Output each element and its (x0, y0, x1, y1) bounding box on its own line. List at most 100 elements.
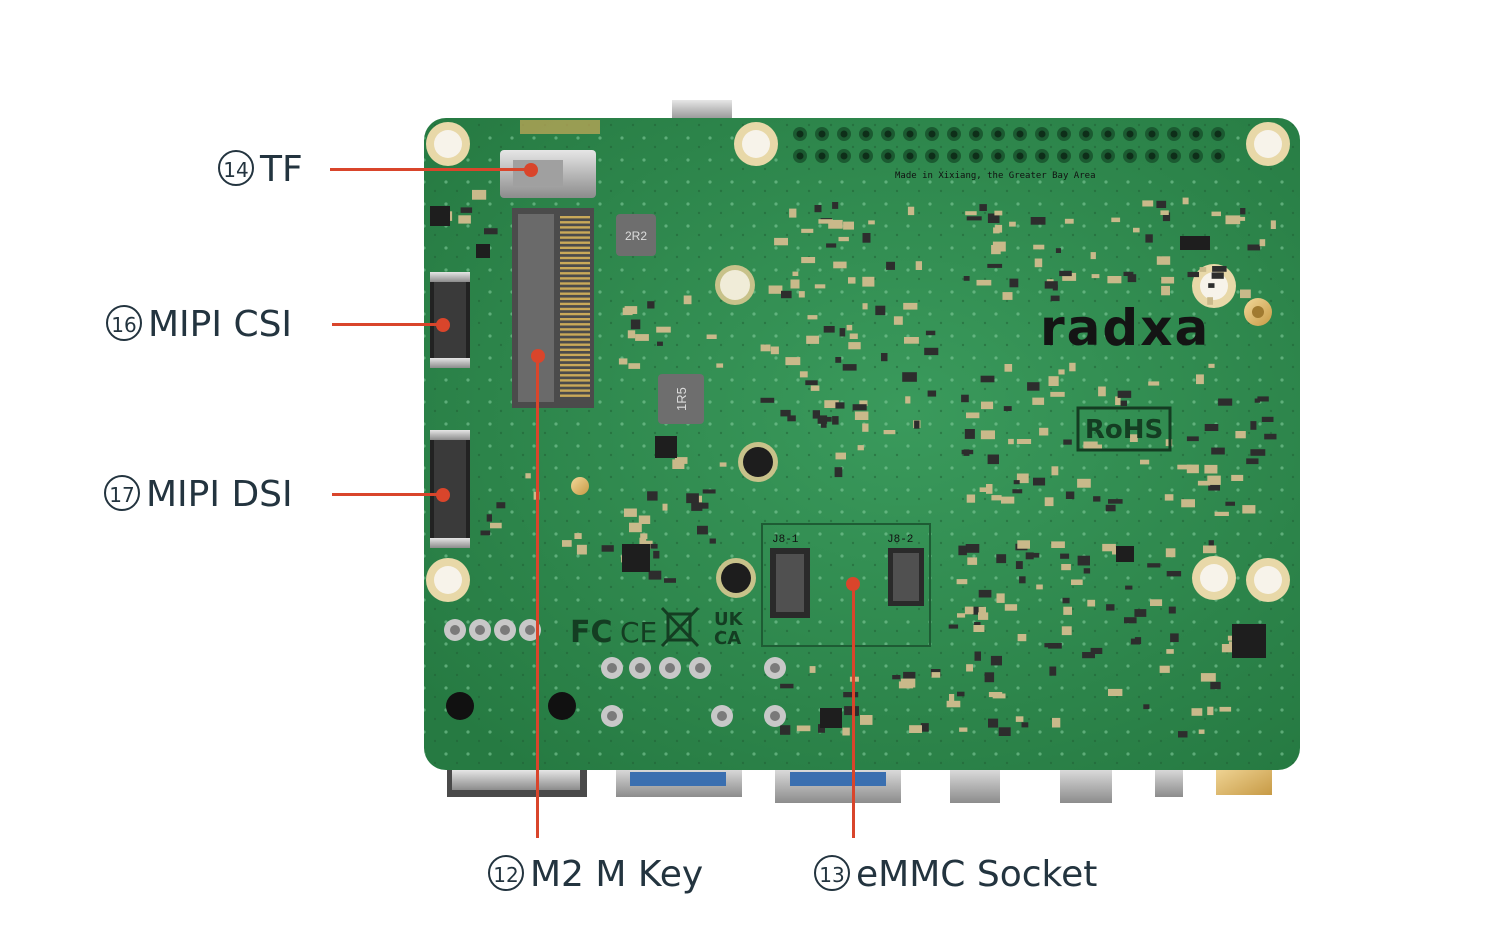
smd-component (965, 544, 980, 553)
smd-component (996, 593, 1005, 603)
smd-component (1048, 376, 1059, 386)
smd-component (1160, 210, 1169, 215)
smd-component (1008, 438, 1014, 445)
smd-component (601, 545, 614, 552)
smd-component (686, 493, 699, 504)
smd-component (1208, 485, 1220, 491)
smd-component (1247, 244, 1261, 251)
smd-component (814, 284, 826, 289)
smd-component (805, 380, 818, 386)
m2-slot (512, 208, 594, 408)
smd-component (1161, 276, 1175, 284)
smd-component (835, 452, 846, 460)
smd-component (806, 335, 820, 344)
m2-pin (560, 236, 590, 239)
smd-component (1240, 289, 1251, 299)
mipi-csi-leader-line (332, 323, 444, 326)
m2-pin (560, 241, 590, 244)
smd-component (875, 305, 886, 316)
smd-component (1124, 617, 1137, 624)
through-hole (770, 663, 780, 673)
smd-component (1044, 281, 1058, 289)
m2-pin (560, 338, 590, 341)
gpio-pad-hole (928, 130, 936, 138)
smd-component (627, 330, 636, 339)
smd-component (656, 326, 671, 333)
smd-component (1017, 540, 1030, 549)
smd-component (824, 400, 839, 408)
smd-component (1208, 363, 1215, 368)
m2-pin (560, 394, 590, 397)
smd-component (966, 664, 973, 672)
gpio-pad-hole (1170, 130, 1178, 138)
gpio-pad-hole (1104, 152, 1112, 160)
smd-component (1003, 406, 1012, 411)
smd-component (1108, 688, 1123, 696)
smd-component (709, 538, 716, 544)
mipi-dsi-leader-dot (436, 488, 450, 502)
smd-component (1166, 649, 1174, 654)
smd-component (1013, 480, 1020, 485)
gpio-pad-hole (1038, 152, 1046, 160)
gpio-pad-hole (862, 152, 870, 160)
gpio-pad-hole (906, 152, 914, 160)
smd-component (818, 219, 833, 224)
smd-component (790, 279, 800, 289)
smd-component (1062, 597, 1070, 604)
smd-component (1062, 272, 1077, 281)
smd-component (820, 417, 827, 428)
smd-component (994, 210, 1003, 216)
m2-pin (560, 277, 590, 280)
smd-component (1235, 216, 1246, 221)
smd-component (1203, 545, 1217, 554)
smd-component (964, 429, 975, 439)
mounting-hole-center (742, 130, 770, 158)
gpio-pad-hole (818, 130, 826, 138)
smd-component (1134, 637, 1142, 644)
smd-component (647, 301, 655, 309)
smd-component (956, 579, 968, 585)
ic-chip (622, 544, 650, 572)
smd-component (480, 530, 491, 536)
m2-pin (560, 348, 590, 351)
smd-component (996, 554, 1007, 564)
smd-component (893, 316, 903, 325)
smd-component (1186, 464, 1199, 474)
rohs-mark: RoHS (1085, 415, 1163, 445)
smd-component (1107, 276, 1122, 284)
smd-component (844, 706, 859, 716)
smd-component (883, 430, 896, 435)
m2-pin (560, 261, 590, 265)
smd-component (957, 691, 965, 697)
ic-chip (476, 244, 490, 258)
smd-component (1060, 553, 1070, 559)
smd-component (1246, 458, 1259, 465)
smd-component (716, 363, 724, 368)
ic-chip (1116, 546, 1134, 562)
smd-component (1207, 297, 1213, 305)
smd-component (1044, 497, 1054, 507)
smd-component (1034, 258, 1043, 268)
smd-component (768, 285, 783, 294)
smd-component (812, 410, 820, 419)
smd-component (1091, 274, 1100, 279)
smd-component (838, 236, 849, 242)
gpio-pad-hole (1214, 152, 1222, 160)
smd-component (785, 357, 801, 366)
smd-component (809, 666, 816, 673)
m2-leader-line (536, 356, 539, 838)
smd-component (1254, 398, 1260, 403)
brand-logo: radxa (1040, 299, 1210, 357)
smd-component (979, 204, 987, 211)
smd-component (1129, 434, 1138, 442)
smd-component (1077, 478, 1091, 488)
gpio-pad-hole (884, 152, 892, 160)
smd-component (843, 221, 854, 230)
smd-component (839, 328, 846, 337)
m2-pin (560, 328, 590, 331)
smd-component (807, 315, 818, 320)
smd-component (987, 454, 999, 465)
m2-pin (560, 379, 590, 382)
